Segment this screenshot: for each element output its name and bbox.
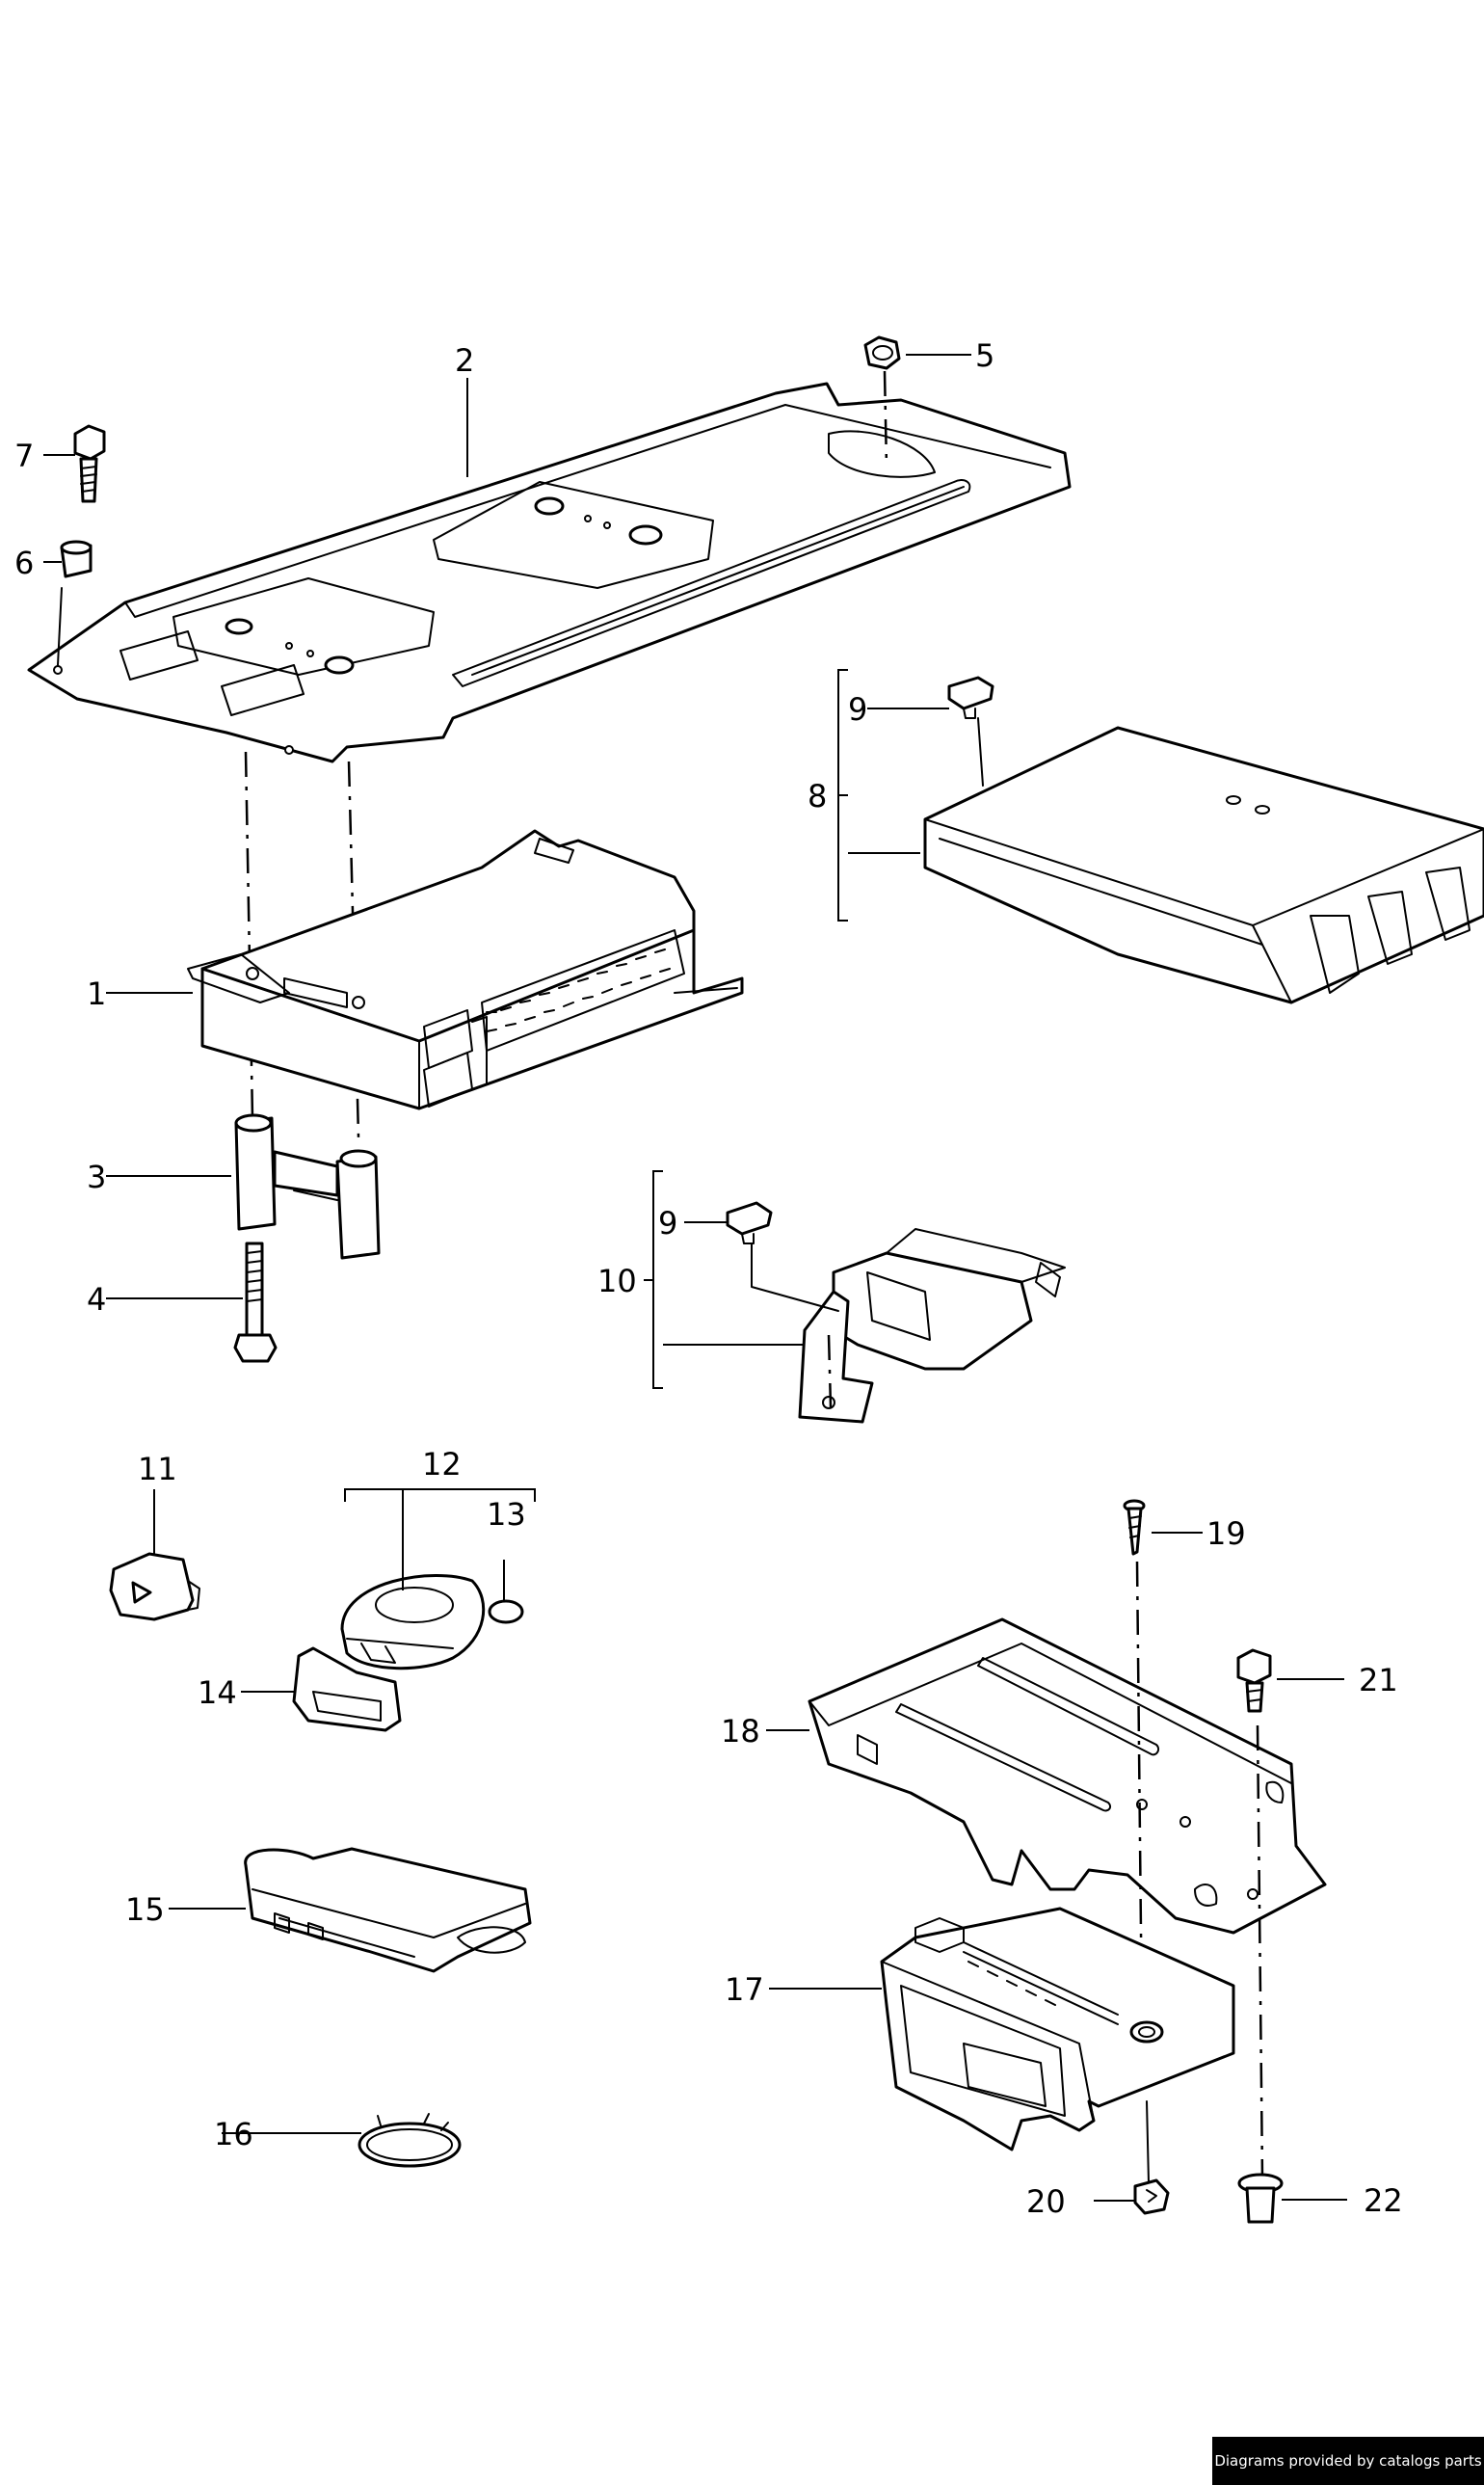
callout-4: 4 xyxy=(87,1281,106,1318)
part-9-sensor-upper xyxy=(947,676,994,787)
part-1-control-unit xyxy=(187,829,744,1110)
part-10-module xyxy=(798,1228,1066,1424)
callout-21: 21 xyxy=(1359,1662,1398,1698)
callout-13: 13 xyxy=(487,1496,526,1533)
callout-12: 12 xyxy=(422,1446,462,1483)
callout-5: 5 xyxy=(975,337,994,374)
callout-3: 3 xyxy=(87,1159,106,1195)
part-11-key xyxy=(109,1552,200,1621)
credit-banner: Diagrams provided by catalogs parts xyxy=(1212,2437,1484,2485)
callout-9-lower: 9 xyxy=(658,1205,677,1242)
part-15-immobilizer xyxy=(244,1847,532,1973)
part-6-bushing xyxy=(57,540,93,666)
part-19-screw xyxy=(1123,1499,1146,1556)
part-14-holder xyxy=(292,1646,402,1732)
part-22-bushing xyxy=(1237,2173,1284,2224)
part-16-ring xyxy=(358,2113,462,2168)
callout-22: 22 xyxy=(1364,2182,1403,2219)
part-8-control-unit xyxy=(923,726,1484,1004)
callout-7: 7 xyxy=(14,438,34,474)
part-18-bracket xyxy=(808,1617,1327,1935)
callout-18: 18 xyxy=(721,1713,760,1750)
part-12-remote xyxy=(340,1574,486,1670)
callout-9-upper: 9 xyxy=(848,691,867,728)
callout-2: 2 xyxy=(455,342,474,379)
part-21-bolt xyxy=(1236,1648,1272,1713)
callout-11: 11 xyxy=(138,1451,177,1487)
alignment-line-left xyxy=(244,751,254,1119)
callout-19: 19 xyxy=(1206,1515,1246,1552)
callout-6: 6 xyxy=(14,545,34,581)
part-7-bolt xyxy=(73,424,106,503)
callout-numbers: 2 5 7 6 1 3 4 9 8 9 10 11 12 13 14 15 16… xyxy=(14,337,1403,2220)
callout-8: 8 xyxy=(808,778,827,815)
callout-1: 1 xyxy=(87,975,106,1012)
callout-20: 20 xyxy=(1026,2183,1066,2220)
callout-14: 14 xyxy=(198,1674,237,1711)
callout-17: 17 xyxy=(725,1971,764,2008)
part-17-control-unit xyxy=(880,1907,1235,2184)
callout-15: 15 xyxy=(125,1891,165,1928)
part-5-nut xyxy=(863,335,901,468)
callout-16: 16 xyxy=(214,2116,253,2152)
part-3-bracket xyxy=(234,1113,381,1260)
part-20-clip xyxy=(1133,2178,1170,2215)
part-2-mounting-plate xyxy=(27,382,1072,763)
part-4-bolt xyxy=(233,1242,278,1363)
part-9-sensor-lower xyxy=(726,1201,839,1408)
leader-lines xyxy=(43,354,1347,2202)
part-13-battery xyxy=(488,1599,524,1624)
callout-10: 10 xyxy=(597,1263,637,1299)
